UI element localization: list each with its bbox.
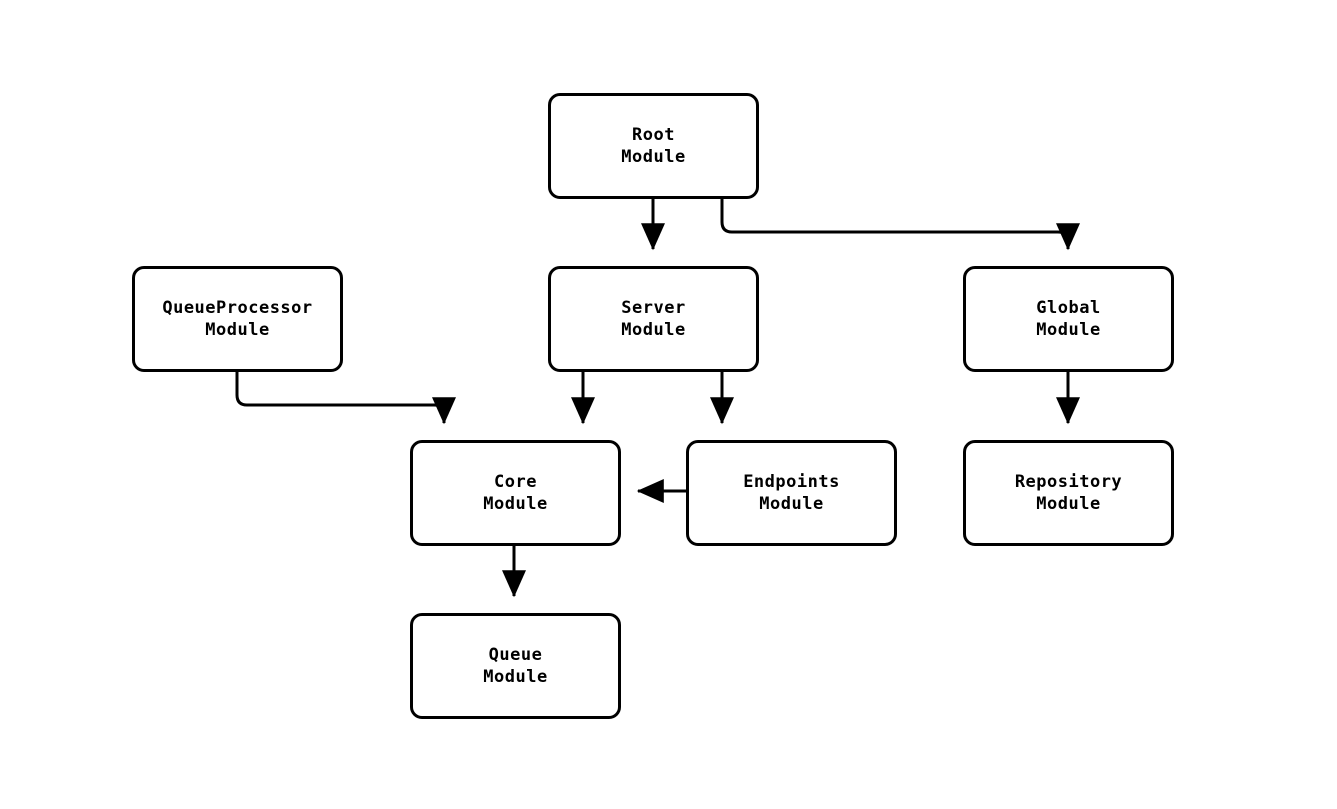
edge-queueprocessor-to-core	[235, 372, 456, 425]
node-repository-module[interactable]: Repository Module	[963, 440, 1174, 546]
node-queue-module[interactable]: Queue Module	[410, 613, 621, 719]
node-core-module-label: Core Module	[483, 472, 548, 514]
node-root-module[interactable]: Root Module	[548, 93, 759, 199]
node-global-module-label: Global Module	[1036, 298, 1101, 340]
node-endpoints-module[interactable]: Endpoints Module	[686, 440, 897, 546]
node-server-module[interactable]: Server Module	[548, 266, 759, 372]
node-repository-module-label: Repository Module	[1014, 472, 1123, 514]
node-core-module[interactable]: Core Module	[410, 440, 621, 546]
node-queue-module-label: Queue Module	[483, 645, 548, 687]
node-endpoints-module-label: Endpoints Module	[743, 472, 840, 514]
node-global-module[interactable]: Global Module	[963, 266, 1174, 372]
edge-root-to-global	[720, 199, 1080, 251]
node-root-module-label: Root Module	[621, 125, 686, 167]
node-queueprocessor-module-label: QueueProcessor Module	[162, 298, 313, 340]
node-server-module-label: Server Module	[621, 298, 686, 340]
node-queueprocessor-module[interactable]: QueueProcessor Module	[132, 266, 343, 372]
